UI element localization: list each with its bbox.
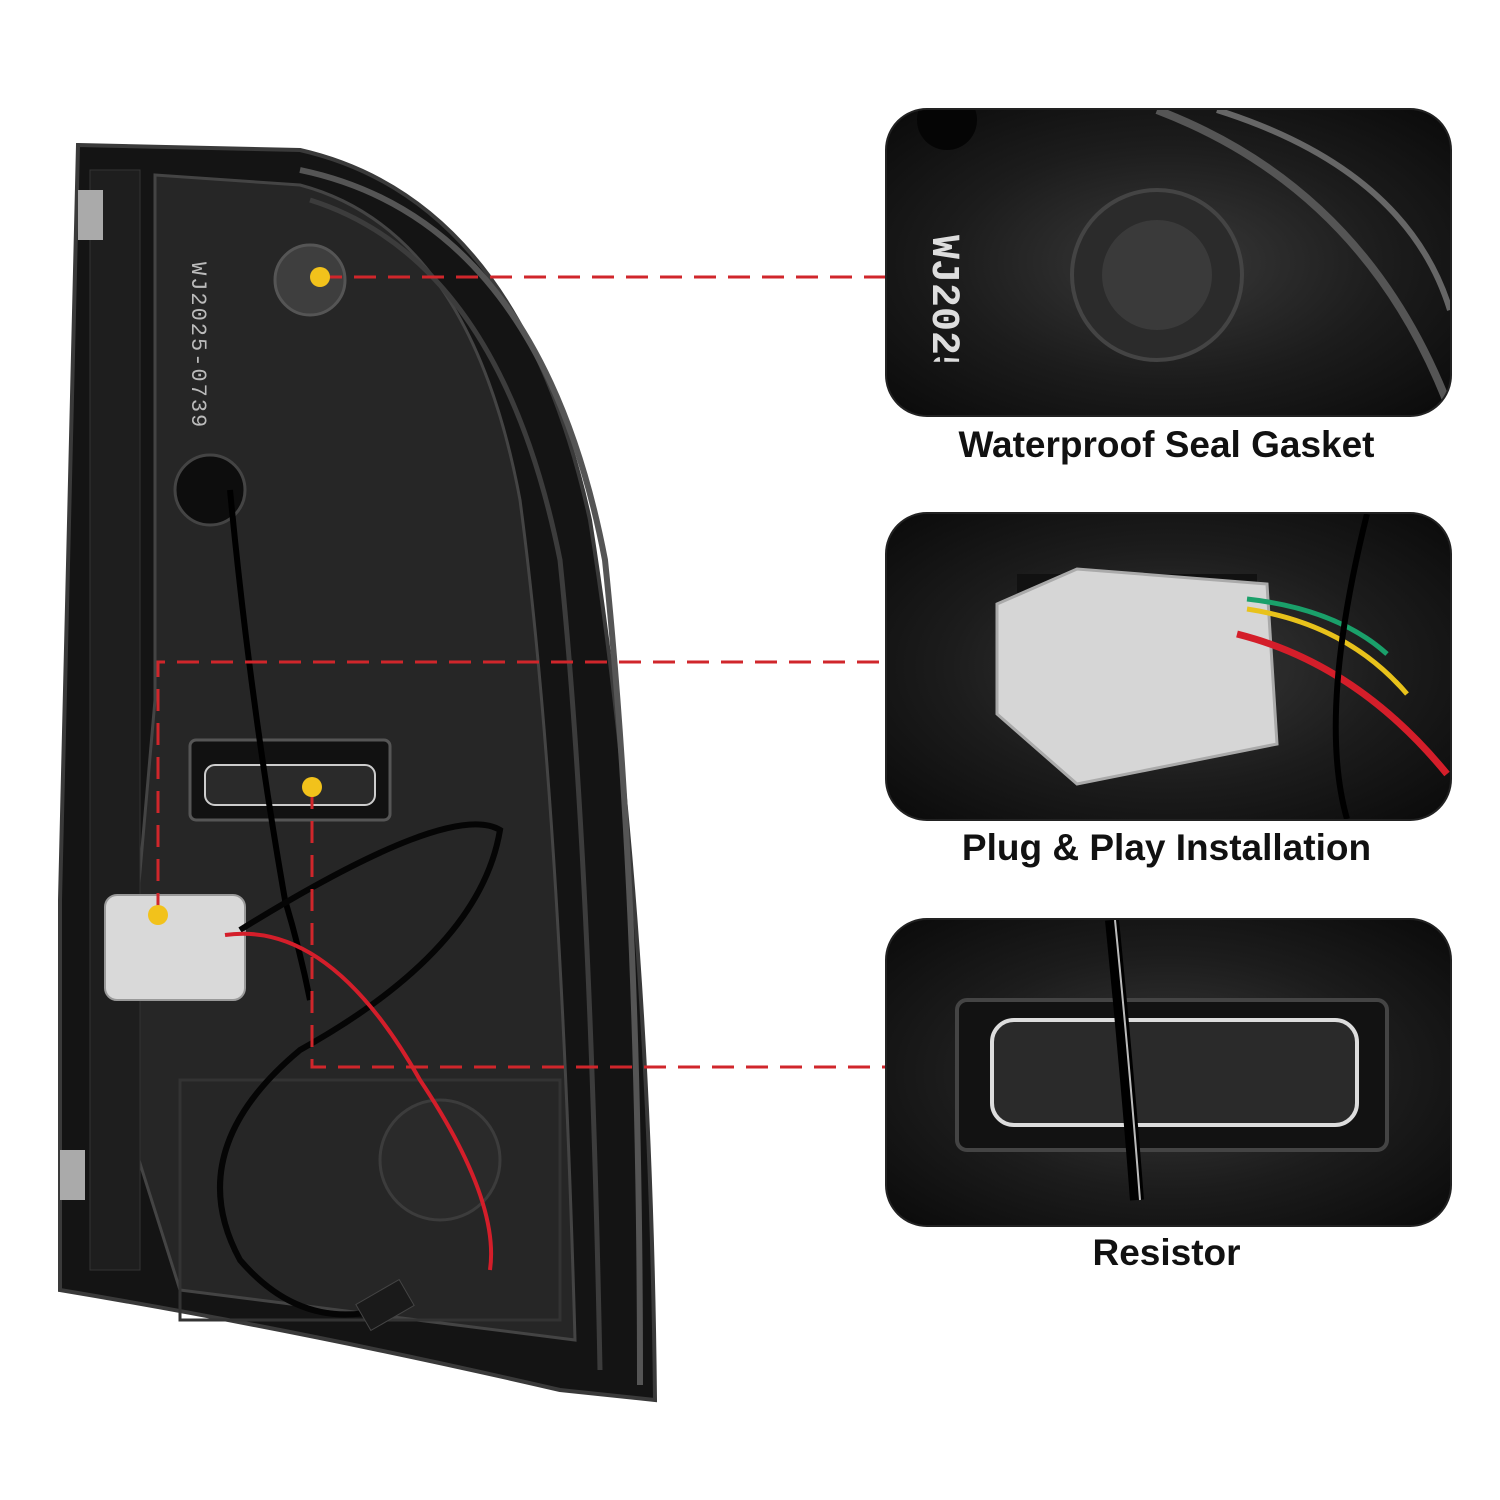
marker-dot-gasket <box>310 267 330 287</box>
leader-line-resistor <box>310 787 885 1069</box>
clip-bottom <box>60 1150 85 1200</box>
leader-line-plug <box>156 660 885 915</box>
marker-dot-resistor <box>302 777 322 797</box>
red-wire <box>224 931 494 1271</box>
clip-top <box>78 190 103 240</box>
lens-rim <box>299 167 643 1386</box>
part-code-text: WJ2025-0739 <box>185 262 210 430</box>
detail-panel-plug <box>885 512 1452 821</box>
detail-panel-resistor <box>885 918 1452 1227</box>
detail-panel-gasket <box>885 108 1452 417</box>
marker-dot-plug <box>148 905 168 925</box>
plug-connector <box>104 894 246 1001</box>
leader-lines <box>156 275 885 1069</box>
caption-resistor: Resistor <box>1092 1232 1241 1273</box>
seal-gasket <box>273 243 347 317</box>
black-wire-2 <box>217 821 504 1318</box>
caption-plug-and-play-installation: Plug & Play Installation <box>961 827 1372 868</box>
black-wire <box>227 489 313 1001</box>
caption-waterproof-seal-gasket: Waterproof Seal Gasket <box>958 424 1375 465</box>
left-rail <box>89 169 141 1271</box>
